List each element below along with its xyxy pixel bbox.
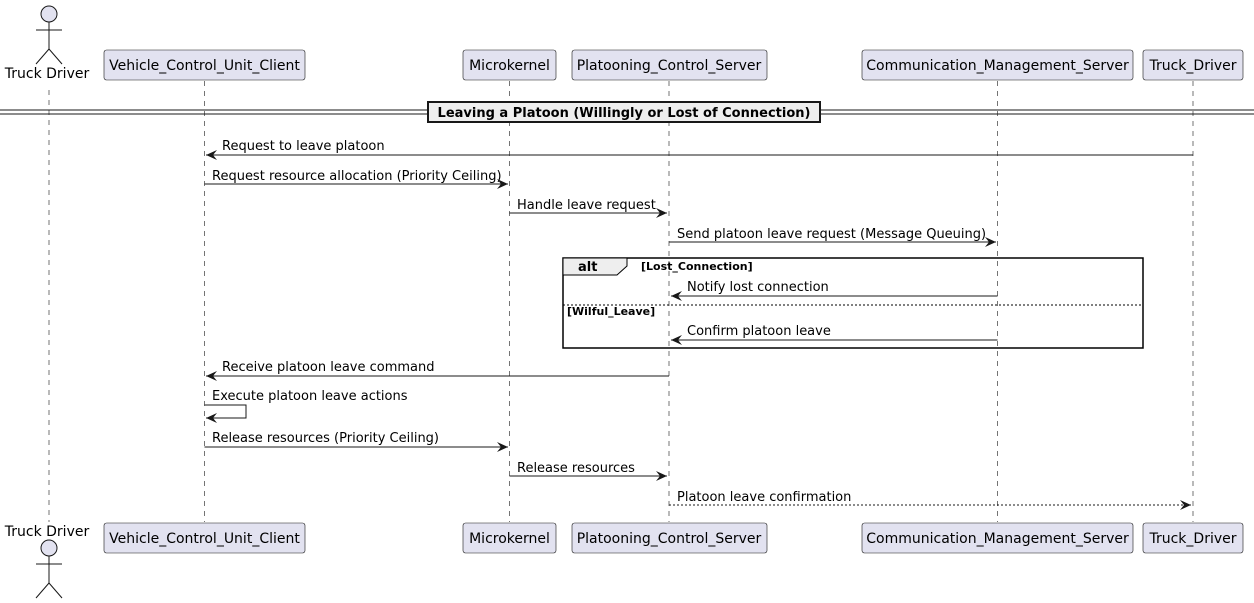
participant-label: Communication_Management_Server	[866, 531, 1129, 547]
message-dashed: Platoon leave confirmation	[669, 490, 1191, 510]
participant-truck-driver[interactable]: Truck_Driver	[1142, 49, 1244, 81]
participant-platooning-control-server[interactable]: Platooning_Control_Server	[571, 49, 768, 81]
participant-label: Platooning_Control_Server	[577, 58, 762, 74]
participant-microkernel[interactable]: Microkernel	[462, 522, 557, 554]
participant-communication-management-server[interactable]: Communication_Management_Server	[861, 522, 1134, 554]
alt-condition-lost-connection: [Lost_Connection]	[641, 260, 753, 273]
actor-head-icon	[40, 5, 58, 23]
actor-label-bottom: Truck Driver	[4, 524, 90, 540]
participant-communication-management-server[interactable]: Communication_Management_Server	[861, 49, 1134, 81]
message-label: Receive platoon leave command	[222, 360, 435, 375]
alt-condition-wilful-leave: [Wilful_Leave]	[567, 305, 655, 318]
participant-label: Communication_Management_Server	[866, 58, 1129, 74]
actor-truck-driver-top	[35, 5, 63, 65]
message-self: Execute platoon leave actions	[204, 389, 408, 423]
message: Request resource allocation (Priority Ce…	[204, 169, 508, 189]
lifelines	[48, 81, 1194, 522]
participants-top: Vehicle_Control_Unit_Client Microkernel …	[103, 49, 1244, 81]
participant-platooning-control-server[interactable]: Platooning_Control_Server	[571, 522, 768, 554]
actor-head-icon	[40, 539, 58, 557]
participants-bottom: Vehicle_Control_Unit_Client Microkernel …	[103, 522, 1244, 554]
message-label: Send platoon leave request (Message Queu…	[677, 227, 986, 242]
participant-label: Truck_Driver	[1148, 58, 1236, 74]
message: Send platoon leave request (Message Queu…	[669, 227, 996, 247]
message: Release resources	[509, 461, 667, 481]
message-label: Request resource allocation (Priority Ce…	[212, 169, 502, 184]
participant-vehicle-control-unit-client[interactable]: Vehicle_Control_Unit_Client	[103, 49, 306, 81]
message: Receive platoon leave command	[206, 360, 669, 381]
message-label: Confirm platoon leave	[687, 324, 831, 339]
participant-label: Microkernel	[469, 58, 550, 74]
actor-truck-driver-bottom	[35, 539, 63, 599]
actor-label-top: Truck Driver	[4, 66, 90, 82]
messages: Request to leave platoon Request resourc…	[204, 139, 1193, 510]
message-label: Release resources	[517, 461, 635, 476]
participant-label: Truck_Driver	[1148, 531, 1236, 547]
message: Request to leave platoon	[206, 139, 1193, 160]
message: Handle leave request	[509, 198, 667, 218]
participant-label: Microkernel	[469, 531, 550, 547]
divider-title: Leaving a Platoon (Willingly or Lost of …	[438, 106, 811, 121]
message-label: Execute platoon leave actions	[212, 389, 408, 404]
participant-truck-driver[interactable]: Truck_Driver	[1142, 522, 1244, 554]
participant-label: Vehicle_Control_Unit_Client	[109, 58, 300, 74]
message: Release resources (Priority Ceiling)	[204, 431, 508, 452]
participant-vehicle-control-unit-client[interactable]: Vehicle_Control_Unit_Client	[103, 522, 306, 554]
message-label: Release resources (Priority Ceiling)	[212, 431, 439, 446]
alt-fragment: alt [Lost_Connection] [Wilful_Leave]	[562, 257, 1144, 349]
message-label: Handle leave request	[517, 198, 656, 213]
message: Confirm platoon leave	[671, 324, 998, 345]
alt-keyword: alt	[578, 260, 597, 275]
message-label: Notify lost connection	[687, 280, 829, 295]
participant-label: Platooning_Control_Server	[577, 531, 762, 547]
message-label: Request to leave platoon	[222, 139, 385, 154]
message-label: Platoon leave confirmation	[677, 490, 851, 505]
message: Notify lost connection	[671, 280, 998, 301]
participant-label: Vehicle_Control_Unit_Client	[109, 531, 300, 547]
participant-microkernel[interactable]: Microkernel	[462, 49, 557, 81]
divider: Leaving a Platoon (Willingly or Lost of …	[0, 101, 1254, 123]
